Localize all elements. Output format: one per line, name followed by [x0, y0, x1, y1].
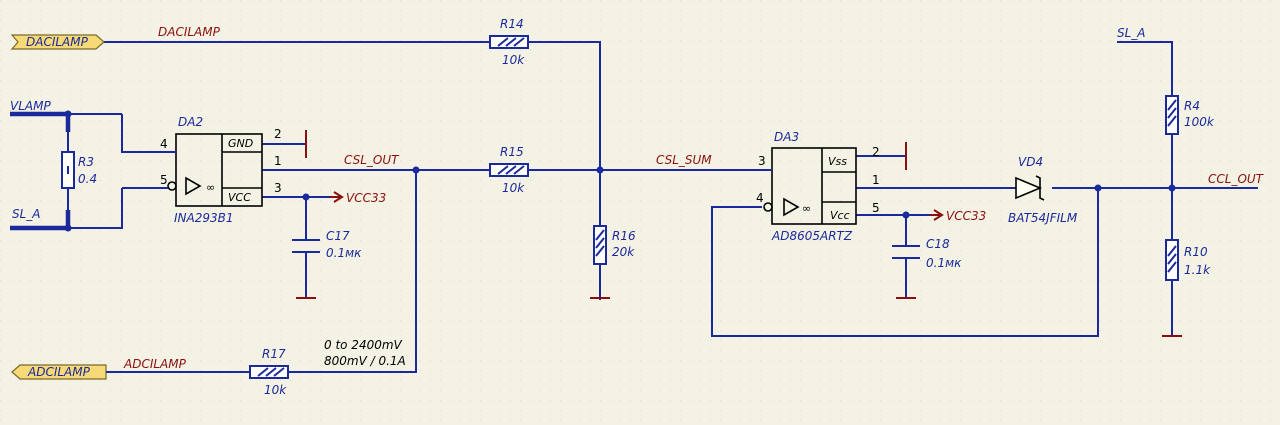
da2-pin1: 1: [274, 154, 282, 168]
power-vcc33-2: VCC33: [930, 209, 986, 223]
r10-value: 1.1k: [1184, 263, 1211, 277]
net-label-adcilamp: ADCILAMP: [123, 357, 187, 371]
capacitor-c18[interactable]: C18 0.1мк: [892, 237, 962, 270]
port-adcilamp-label: ADCILAMP: [27, 365, 91, 379]
da3-ref: DA3: [774, 130, 799, 144]
capacitor-c17[interactable]: C17 0.1мк: [292, 229, 362, 260]
resistor-r14[interactable]: R14 10k: [489, 17, 529, 67]
da2-pin4: 4: [160, 137, 168, 151]
port-dacilamp-label: DACILAMP: [26, 35, 89, 49]
da2-pin3: 3: [274, 181, 282, 195]
da3-gain-symbol: ∞: [802, 202, 811, 215]
r17-ref: R17: [262, 347, 286, 361]
da3-pin2: 2: [872, 145, 880, 159]
c17-value: 0.1мк: [326, 246, 362, 260]
c17-ref: C17: [326, 229, 350, 243]
r10-ref: R10: [1184, 245, 1208, 259]
ground-symbols: [296, 130, 1182, 337]
da3-pin-vcc: Vcc: [830, 209, 850, 222]
resistor-r15[interactable]: R15 10k: [489, 145, 529, 195]
r16-value: 20k: [612, 245, 635, 259]
da2-part: INA293B1: [174, 211, 234, 225]
da3-part: AD8605ARTZ: [771, 229, 853, 243]
r15-value: 10k: [502, 181, 525, 195]
da3-pin5: 5: [872, 201, 880, 215]
port-adcilamp[interactable]: ADCILAMP: [11, 364, 107, 380]
vcc33-2-label: VCC33: [946, 209, 986, 223]
port-dacilamp[interactable]: DACILAMP: [10, 34, 105, 50]
resistor-r3[interactable]: R3 0.4: [61, 151, 97, 189]
diode-vd4[interactable]: VD4 BAT54JFILM: [1008, 155, 1078, 225]
da3-pin1: 1: [872, 173, 880, 187]
r4-ref: R4: [1184, 99, 1200, 113]
resistor-r17[interactable]: R17 10k: [249, 347, 289, 397]
vd4-ref: VD4: [1018, 155, 1043, 169]
resistor-r10[interactable]: R10 1.1k: [1165, 239, 1211, 281]
r3-ref: R3: [78, 155, 94, 169]
port-vlamp-label: VLAMP: [10, 99, 51, 113]
da2-pin2: 2: [274, 127, 282, 141]
r15-ref: R15: [500, 145, 524, 159]
net-label-csl-out: CSL_OUT: [344, 153, 400, 167]
net-label-ccl-out: CCL_OUT: [1208, 172, 1265, 186]
da3-pin3: 3: [758, 154, 766, 168]
da3-pin4: 4: [756, 191, 764, 205]
range-note-line1: 0 to 2400mV: [324, 338, 403, 352]
range-note-line2: 800mV / 0.1A: [324, 354, 406, 368]
r14-ref: R14: [500, 17, 524, 31]
da2-pin-vcc: VCC: [228, 191, 251, 204]
resistor-r16[interactable]: R16 20k: [593, 225, 636, 265]
da2-ref: DA2: [178, 115, 203, 129]
port-sla-right-label: SL_A: [1117, 26, 1146, 40]
da2-gain-symbol: ∞: [206, 181, 215, 194]
da2-pin-gnd: GND: [228, 137, 253, 150]
ic-da3[interactable]: ∞ Vss Vcc 3 4 2 1 5 DA3 AD8605ARTZ: [756, 130, 880, 243]
r17-value: 10k: [264, 383, 287, 397]
power-vcc33-1: VCC33: [330, 191, 386, 205]
r3-value: 0.4: [78, 172, 97, 186]
wires: [67, 41, 1258, 373]
da2-input-leads: [122, 151, 176, 189]
r16-ref: R16: [612, 229, 636, 243]
port-sla-left-label: SL_A: [12, 207, 41, 221]
r4-value: 100k: [1184, 115, 1215, 129]
net-label-csl-sum: CSL_SUM: [656, 153, 712, 167]
junction-dots: [64, 110, 1176, 232]
da3-pin-vss: Vss: [828, 155, 847, 168]
c18-ref: C18: [926, 237, 950, 251]
net-label-dacilamp: DACILAMP: [158, 25, 221, 39]
da2-pin5: 5: [160, 173, 168, 187]
c18-value: 0.1мк: [926, 256, 962, 270]
resistor-r4[interactable]: R4 100k: [1165, 95, 1215, 135]
vd4-part: BAT54JFILM: [1008, 211, 1078, 225]
vcc33-1-label: VCC33: [346, 191, 386, 205]
ic-da2[interactable]: ∞ GND VCC 4 5 2 1 3 DA2 INA293B1: [160, 115, 282, 225]
r14-value: 10k: [502, 53, 525, 67]
